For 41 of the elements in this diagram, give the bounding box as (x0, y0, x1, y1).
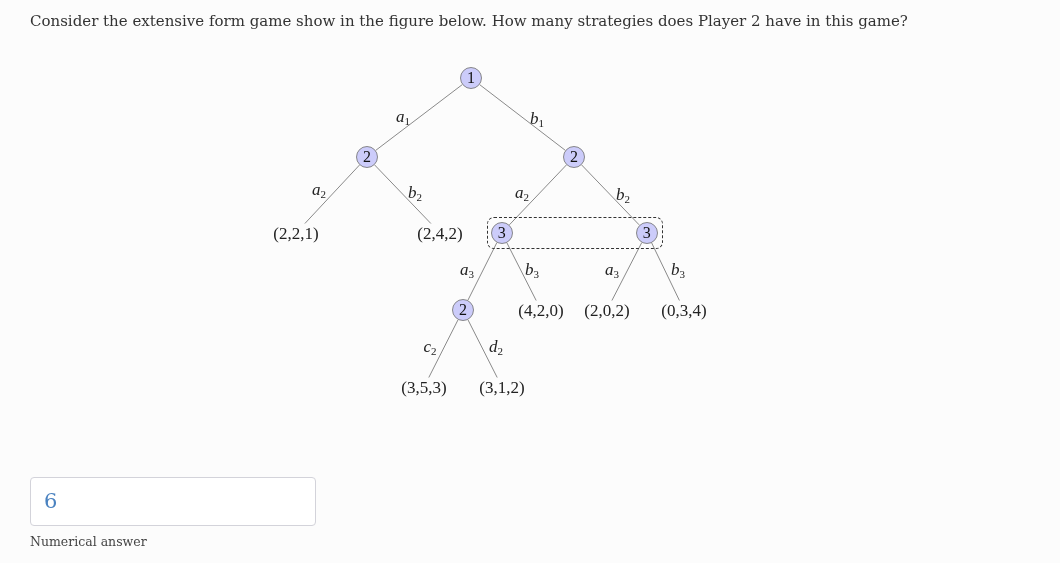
player-node: 2 (563, 146, 585, 168)
edge-label: b$_{2}$ (616, 186, 630, 204)
payoff-label: (0,3,4) (661, 300, 707, 320)
tree-branch (467, 319, 498, 378)
player-node: 3 (635, 221, 658, 244)
edge-label: a$_{1}$ (396, 108, 410, 126)
tree-branch (374, 164, 432, 224)
payoff-label: (4,2,0) (518, 300, 564, 320)
tree-branch (581, 164, 640, 226)
field-caption: Numerical answer (30, 533, 147, 550)
tree-branch (508, 164, 567, 226)
tree-branch (304, 164, 360, 224)
edge-label: b$_{2}$ (408, 184, 422, 202)
payoff-label: (3,5,3) (401, 377, 447, 397)
edge-label: a$_{2}$ (312, 181, 326, 199)
edge-label: a$_{3}$ (460, 261, 474, 279)
edge-label: a$_{2}$ (515, 184, 529, 202)
question-text: Consider the extensive form game show in the figure below. How many strategies does Player 2 have in this game? (30, 11, 908, 31)
edge-label: b$_{3}$ (671, 261, 685, 279)
tree-branch (479, 84, 566, 151)
tree-branch (506, 242, 537, 301)
tree-branch (651, 242, 680, 301)
edge-label: a$_{3}$ (605, 261, 619, 279)
tree-branch (428, 319, 459, 378)
edge-label: d$_{2}$ (489, 338, 503, 356)
tree-branch (611, 242, 643, 301)
answer-field: 6 (30, 477, 316, 526)
player-node: 3 (490, 221, 513, 244)
player-node: 2 (356, 146, 378, 168)
player-node: 2 (452, 299, 474, 321)
player-node: 1 (460, 67, 482, 89)
payoff-label: (2,0,2) (584, 300, 630, 320)
payoff-label: (2,4,2) (417, 223, 463, 243)
information-set-box (487, 217, 663, 249)
edge-label: b$_{1}$ (530, 110, 544, 128)
payoff-label: (3,1,2) (479, 377, 525, 397)
tree-branch (467, 242, 498, 301)
tree-branch (375, 84, 463, 151)
edge-label: b$_{3}$ (525, 261, 539, 279)
payoff-label: (2,2,1) (273, 223, 319, 243)
edge-label: c$_{2}$ (423, 338, 437, 356)
